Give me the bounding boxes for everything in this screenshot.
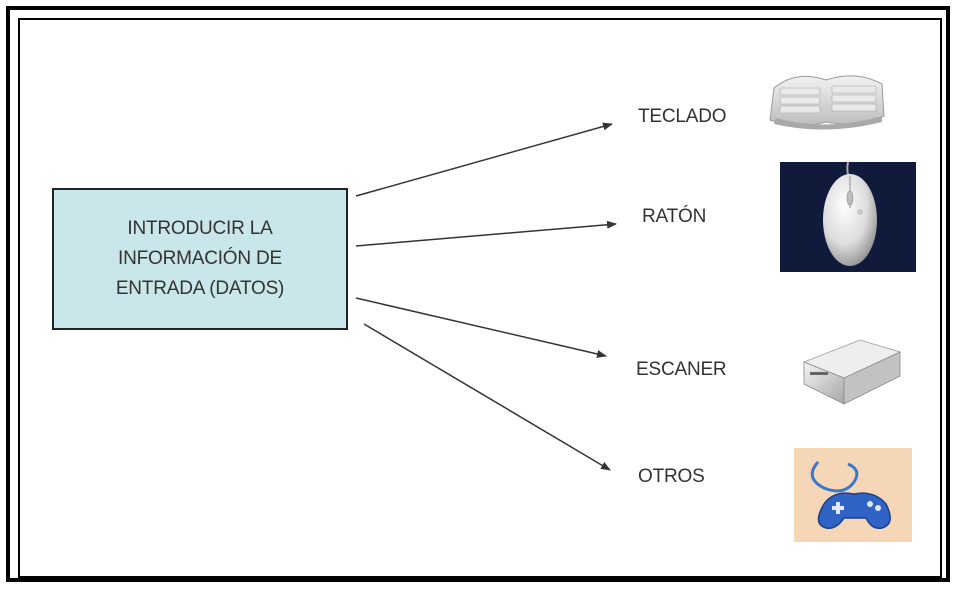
keyboard-icon [769,75,885,130]
input-info-line-1: INTRODUCIR LA [127,218,273,239]
label-raton: RATÓN [642,206,707,227]
outer-frame [6,6,950,582]
label-teclado: TECLADO [638,106,727,127]
arrow-escaner [355,297,607,358]
label-otros: OTROS [638,466,705,487]
label-escaner: ESCANER [636,359,727,380]
arrow-raton [355,220,617,247]
scanner-icon [802,339,902,405]
input-info-line-3: ENTRADA (DATOS) [115,278,285,299]
mouse-icon [780,162,916,272]
gamepad-icon [794,448,912,542]
input-info-line-2: INFORMACIÓN DE [118,248,282,269]
input-info-box: INTRODUCIR LA INFORMACIÓN DE ENTRADA (DA… [52,188,348,330]
arrow-otros [363,323,611,471]
arrow-teclado [355,122,613,197]
